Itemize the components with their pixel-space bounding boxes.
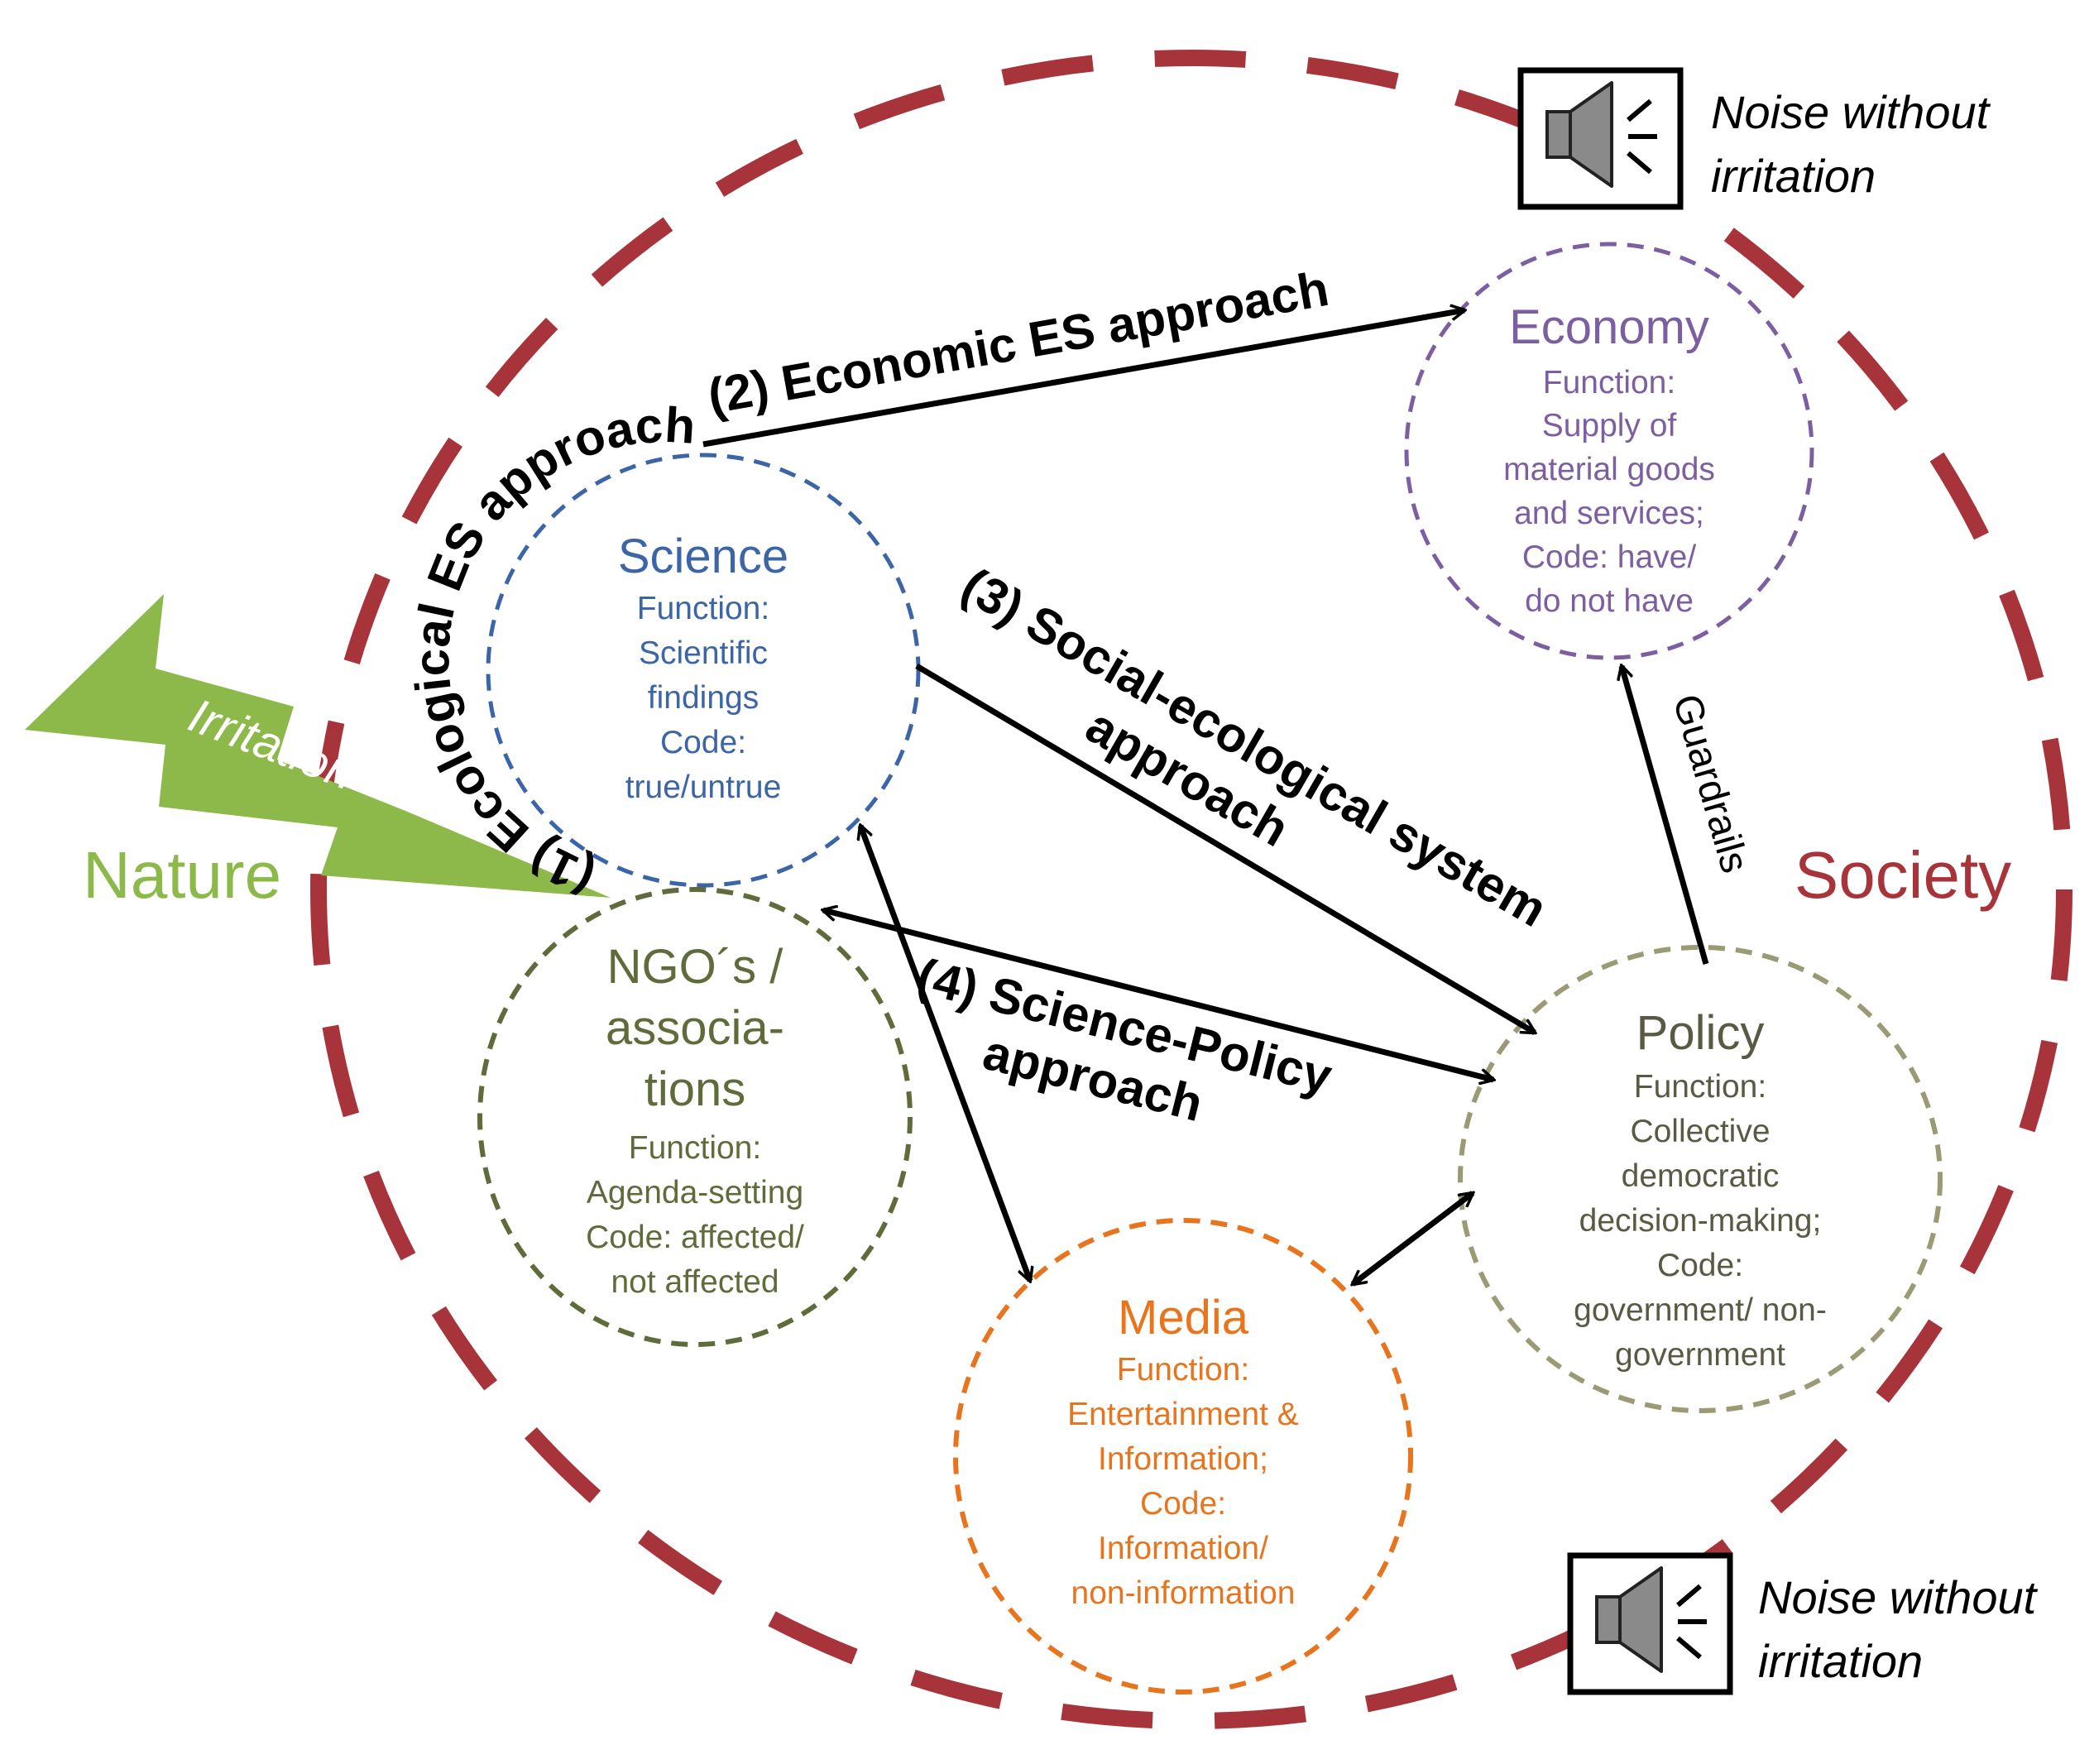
- ngo-title: tions: [644, 1062, 746, 1116]
- noise-text-bottom: irritation: [1758, 1635, 1923, 1687]
- policy-media-arrow: [1353, 1193, 1473, 1284]
- policy-line: Function:: [1634, 1069, 1766, 1105]
- guardrails-label: Guardrails: [1664, 689, 1756, 877]
- policy-title: Policy: [1636, 1006, 1765, 1060]
- science-line: findings: [648, 680, 759, 716]
- economy-line: and services;: [1514, 496, 1704, 531]
- media-line: Function:: [1117, 1352, 1249, 1388]
- media-line: Information/: [1098, 1531, 1268, 1566]
- noise-text-top: Noise without: [1711, 86, 1991, 138]
- ngo-title: associa-: [606, 1001, 784, 1055]
- economy-line: Supply of: [1542, 408, 1677, 443]
- economy-line: Code: have/: [1522, 539, 1696, 575]
- media-line: non-information: [1071, 1575, 1296, 1611]
- noise-box-bottom: Noise without irritation: [1567, 1552, 2039, 1695]
- economy-node: [1404, 242, 1814, 660]
- society-label: Society: [1795, 838, 2011, 912]
- policy-node: [1458, 945, 1943, 1413]
- science-line: Function:: [637, 591, 769, 626]
- media-line: Code:: [1140, 1486, 1226, 1522]
- economy-line: do not have: [1525, 583, 1694, 619]
- social-ecological-label-line: (3) Social-ecological system: [953, 557, 1556, 937]
- noise-text-bottom: Noise without: [1758, 1571, 2039, 1623]
- ngo-node-text: NGO´s / associa- tions Function: Agenda-…: [586, 940, 804, 1300]
- ngo-line: Function:: [629, 1130, 761, 1166]
- arrows: [702, 310, 1709, 1284]
- economy-line: Function:: [1543, 365, 1675, 400]
- ngo-title: NGO´s /: [607, 940, 784, 994]
- nature-label: Nature: [83, 838, 281, 912]
- economy-node-text: Economy Function: Supply of material goo…: [1503, 300, 1715, 619]
- noise-text-top: irritation: [1711, 150, 1876, 202]
- media-title: Media: [1118, 1291, 1249, 1345]
- science-policy-label: (4) Science-Policy approach: [912, 948, 1338, 1132]
- speaker-icon: [1545, 81, 1657, 188]
- science-media-arrow: [860, 826, 1030, 1281]
- economy-title: Economy: [1509, 300, 1709, 354]
- ngo-line: Code: affected/: [586, 1220, 804, 1255]
- policy-line: government: [1615, 1337, 1785, 1373]
- science-title: Science: [618, 530, 788, 583]
- policy-line: Code:: [1657, 1248, 1743, 1283]
- ngo-line: Agenda-setting: [587, 1175, 803, 1210]
- economic-arrow: [702, 310, 1464, 448]
- science-line: true/untrue: [625, 769, 782, 805]
- science-line: Code:: [660, 725, 746, 760]
- media-node-text: Media Function: Entertainment & Informat…: [1067, 1291, 1299, 1611]
- ngo-line: not affected: [611, 1264, 779, 1300]
- science-line: Scientific: [639, 635, 768, 671]
- guardrails-arrow: [1622, 666, 1709, 965]
- policy-line: government/ non-: [1574, 1292, 1827, 1328]
- economic-approach-label: (2) Economic ES approach: [704, 261, 1333, 424]
- society-boundary: [310, 50, 2072, 1729]
- science-node-text: Science Function: Scientific findings Co…: [618, 530, 788, 805]
- policy-line: democratic: [1622, 1158, 1780, 1194]
- social-ecological-label: (3) Social-ecological system approach: [953, 557, 1556, 937]
- policy-node-text: Policy Function: Collective democratic d…: [1574, 1006, 1827, 1373]
- economy-line: material goods: [1503, 452, 1715, 487]
- media-node: [953, 1218, 1413, 1694]
- policy-line: Collective: [1630, 1114, 1770, 1149]
- speaker-icon: [1595, 1566, 1707, 1673]
- policy-line: decision-making;: [1579, 1203, 1822, 1239]
- media-line: Information;: [1098, 1441, 1268, 1477]
- media-line: Entertainment &: [1067, 1397, 1299, 1432]
- noise-box-top: Noise without irritation: [1517, 67, 1991, 210]
